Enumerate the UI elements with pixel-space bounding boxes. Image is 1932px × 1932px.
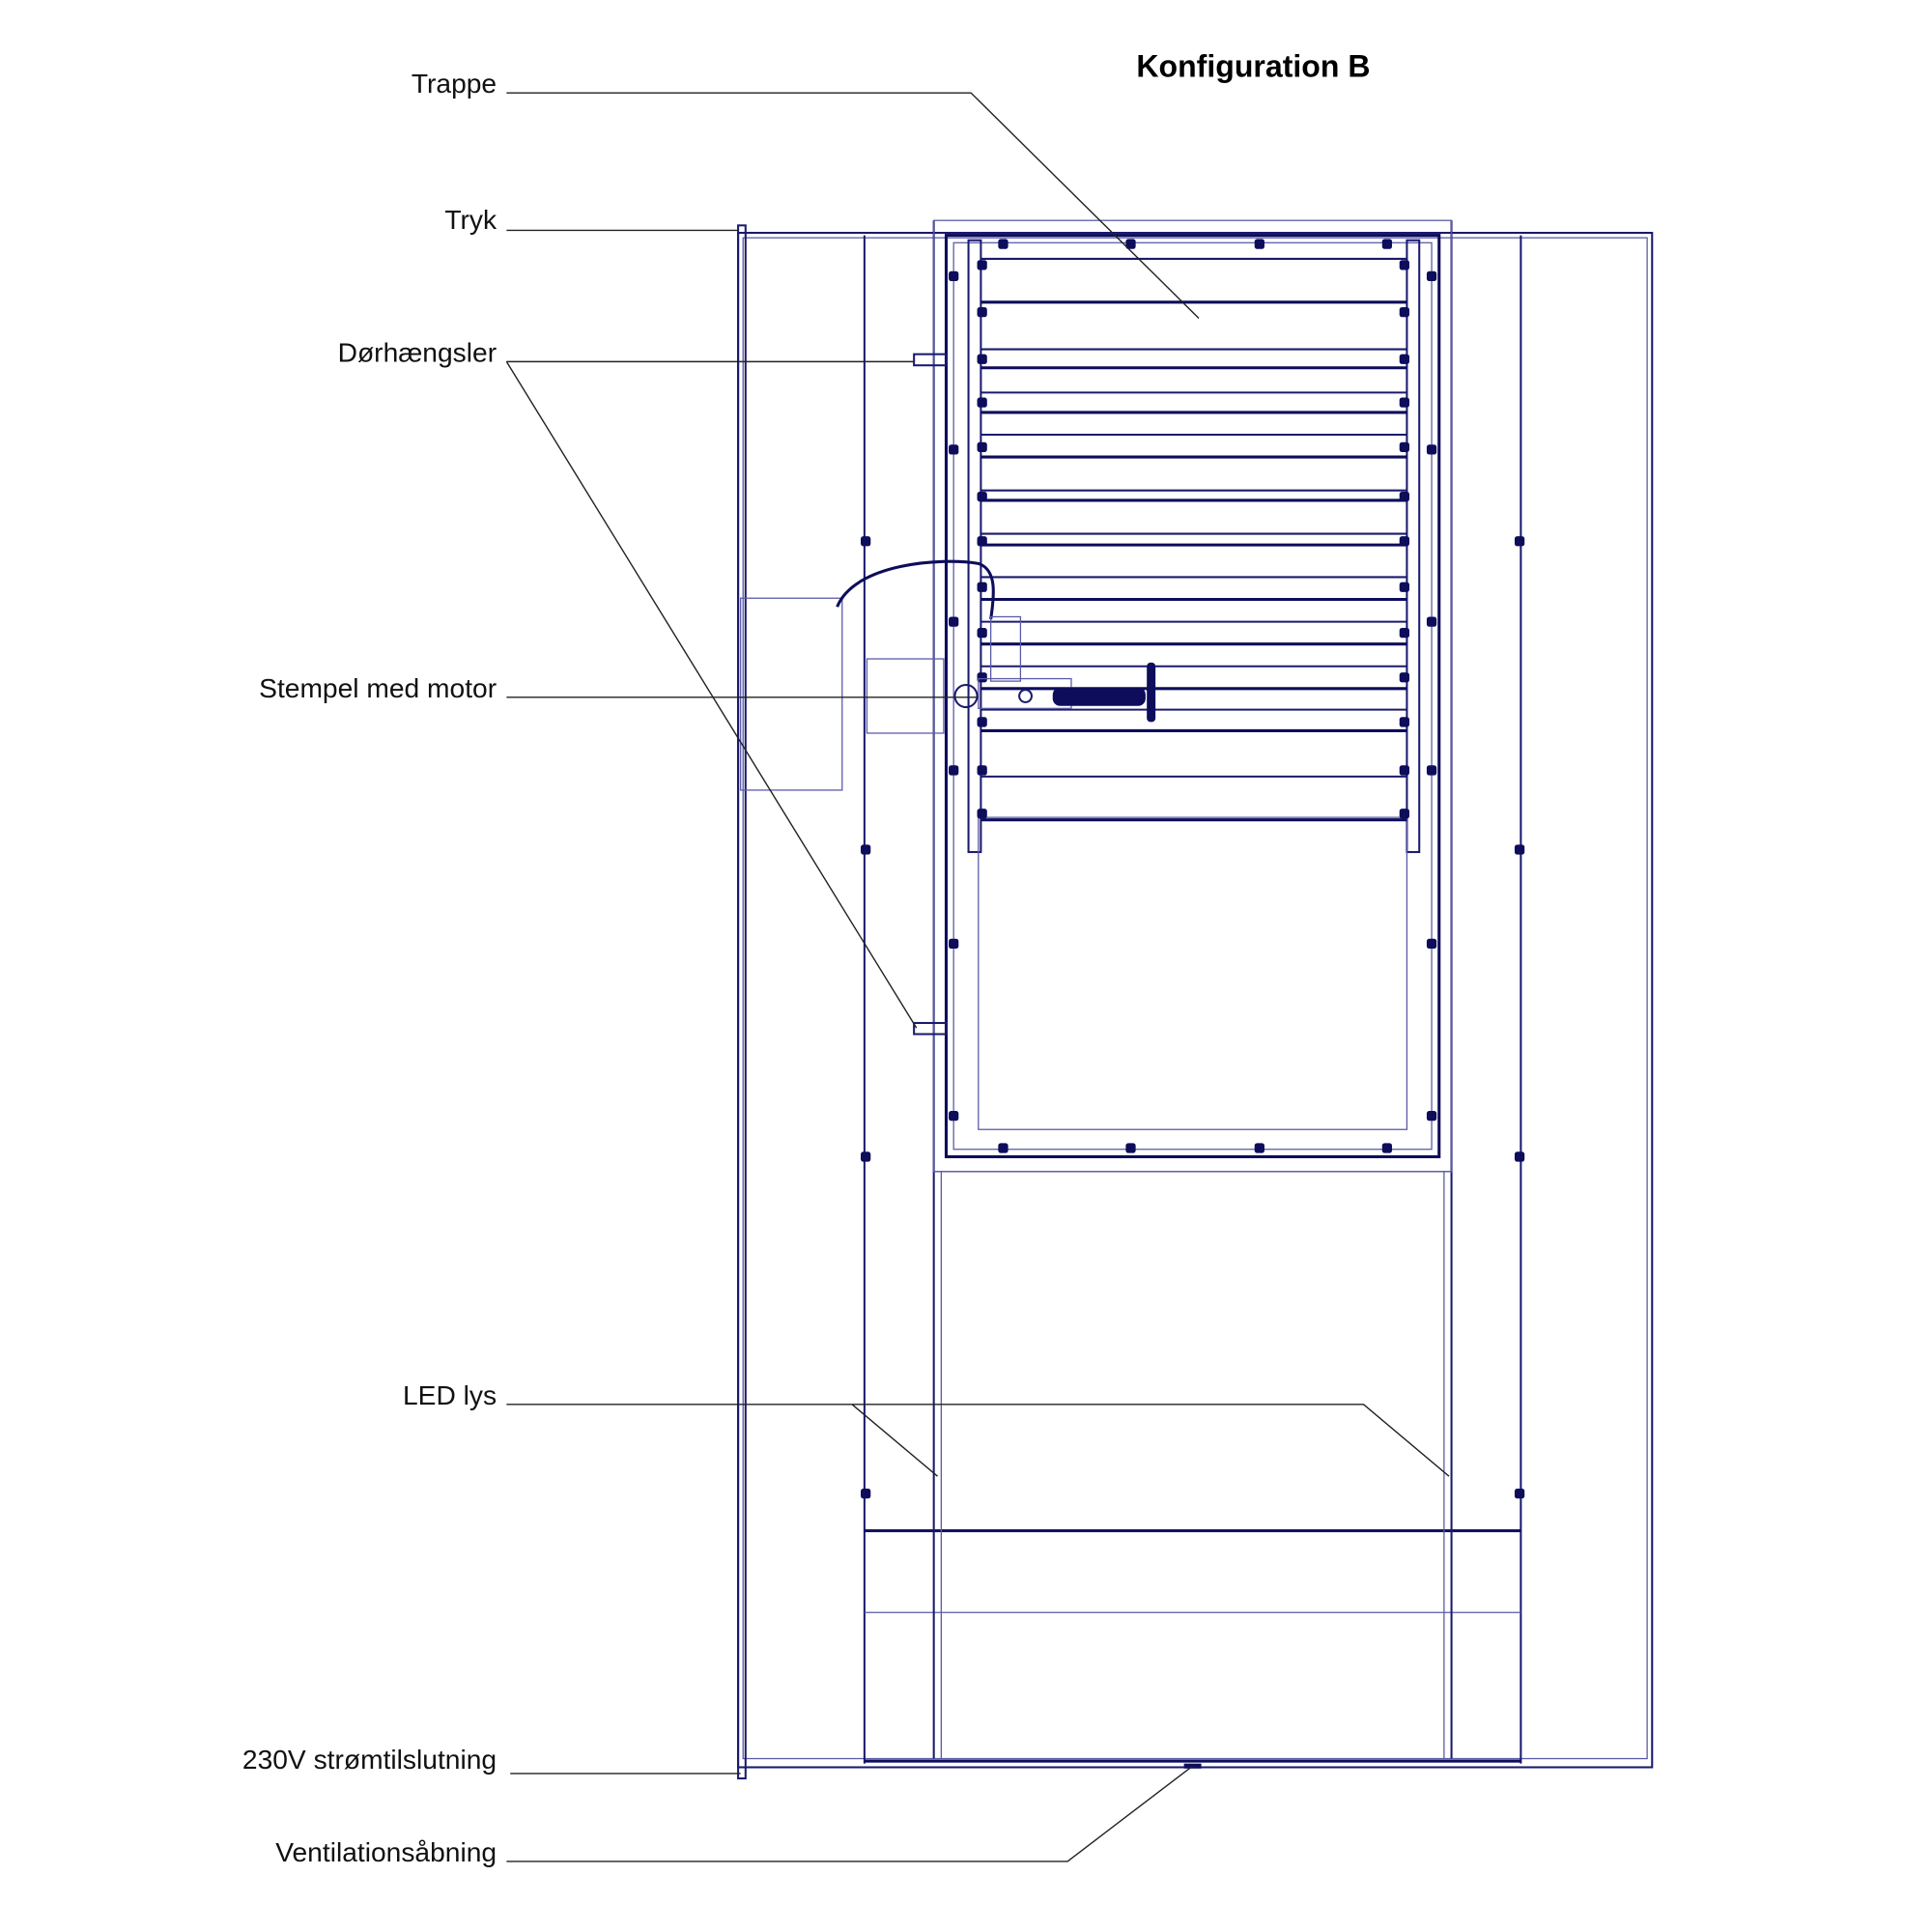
bolt [861, 536, 871, 547]
bolt [949, 444, 959, 455]
label-ventilation: Ventilationsåbning [275, 1836, 497, 1867]
bolt [1514, 1151, 1525, 1162]
callouts: Trappe Tryk Dørhængsler Stempel med moto… [242, 68, 1450, 1867]
hinge-bottom [913, 1021, 948, 1036]
label-strom: 230V strømtilslutning [242, 1744, 497, 1775]
bolt [1514, 844, 1525, 855]
bolt [1426, 444, 1437, 455]
bolt [949, 938, 959, 950]
bolt [949, 616, 959, 627]
label-stempel: Stempel med motor [259, 672, 497, 703]
bolt [977, 354, 987, 364]
bolt [1399, 717, 1409, 727]
bolt [977, 260, 987, 270]
hinge-top [913, 353, 948, 367]
bolts [861, 239, 1525, 1499]
bolt [1426, 938, 1437, 950]
bolt [977, 491, 987, 502]
bolt [1426, 616, 1437, 627]
bolt [977, 306, 987, 318]
label-tryk: Tryk [444, 204, 497, 235]
bolt [1426, 765, 1437, 776]
bolt [1514, 1489, 1525, 1499]
bolt [1514, 536, 1525, 547]
bolt [977, 809, 987, 819]
bolt [1254, 1143, 1264, 1153]
bolt [1381, 1143, 1393, 1153]
bolt [1426, 1111, 1437, 1122]
bolt [1399, 765, 1409, 776]
bolt [998, 239, 1009, 249]
bolt [861, 1151, 871, 1162]
bolt [1399, 441, 1409, 452]
bolt [977, 765, 987, 776]
bolt [1399, 306, 1409, 318]
bolt [949, 765, 959, 776]
bolt [977, 397, 987, 408]
bolt [949, 270, 959, 282]
bolt [1399, 536, 1409, 547]
bolt [1399, 809, 1409, 819]
bolt [1254, 239, 1264, 249]
bolt [1125, 1143, 1136, 1153]
bolt [1399, 628, 1409, 639]
label-trappe: Trappe [412, 68, 497, 99]
bolt [1125, 239, 1136, 249]
piston-motor [836, 559, 1156, 723]
stair-steps [980, 257, 1407, 822]
stair-hatch [836, 234, 1525, 1769]
bolt [977, 628, 987, 639]
bolt [1399, 260, 1409, 270]
label-dorhaengsler: Dørhængsler [338, 336, 497, 367]
bolt [949, 1111, 959, 1122]
drawing-title: Konfiguration B [1136, 48, 1370, 83]
bolt [1399, 491, 1409, 502]
bolt [977, 536, 987, 547]
bolt [977, 582, 987, 592]
label-led: LED lys [403, 1379, 497, 1410]
cabinet-frame [737, 219, 1654, 1780]
bolt [977, 672, 987, 683]
bolt [1399, 397, 1409, 408]
bolt [998, 1143, 1009, 1153]
bolt [861, 1489, 871, 1499]
bolt [1399, 354, 1409, 364]
bolt [1426, 270, 1437, 282]
bolt [861, 844, 871, 855]
bolt [977, 441, 987, 452]
bolt [1381, 239, 1393, 249]
bolt [977, 717, 987, 727]
bolt [1399, 672, 1409, 683]
bolt [1399, 582, 1409, 592]
